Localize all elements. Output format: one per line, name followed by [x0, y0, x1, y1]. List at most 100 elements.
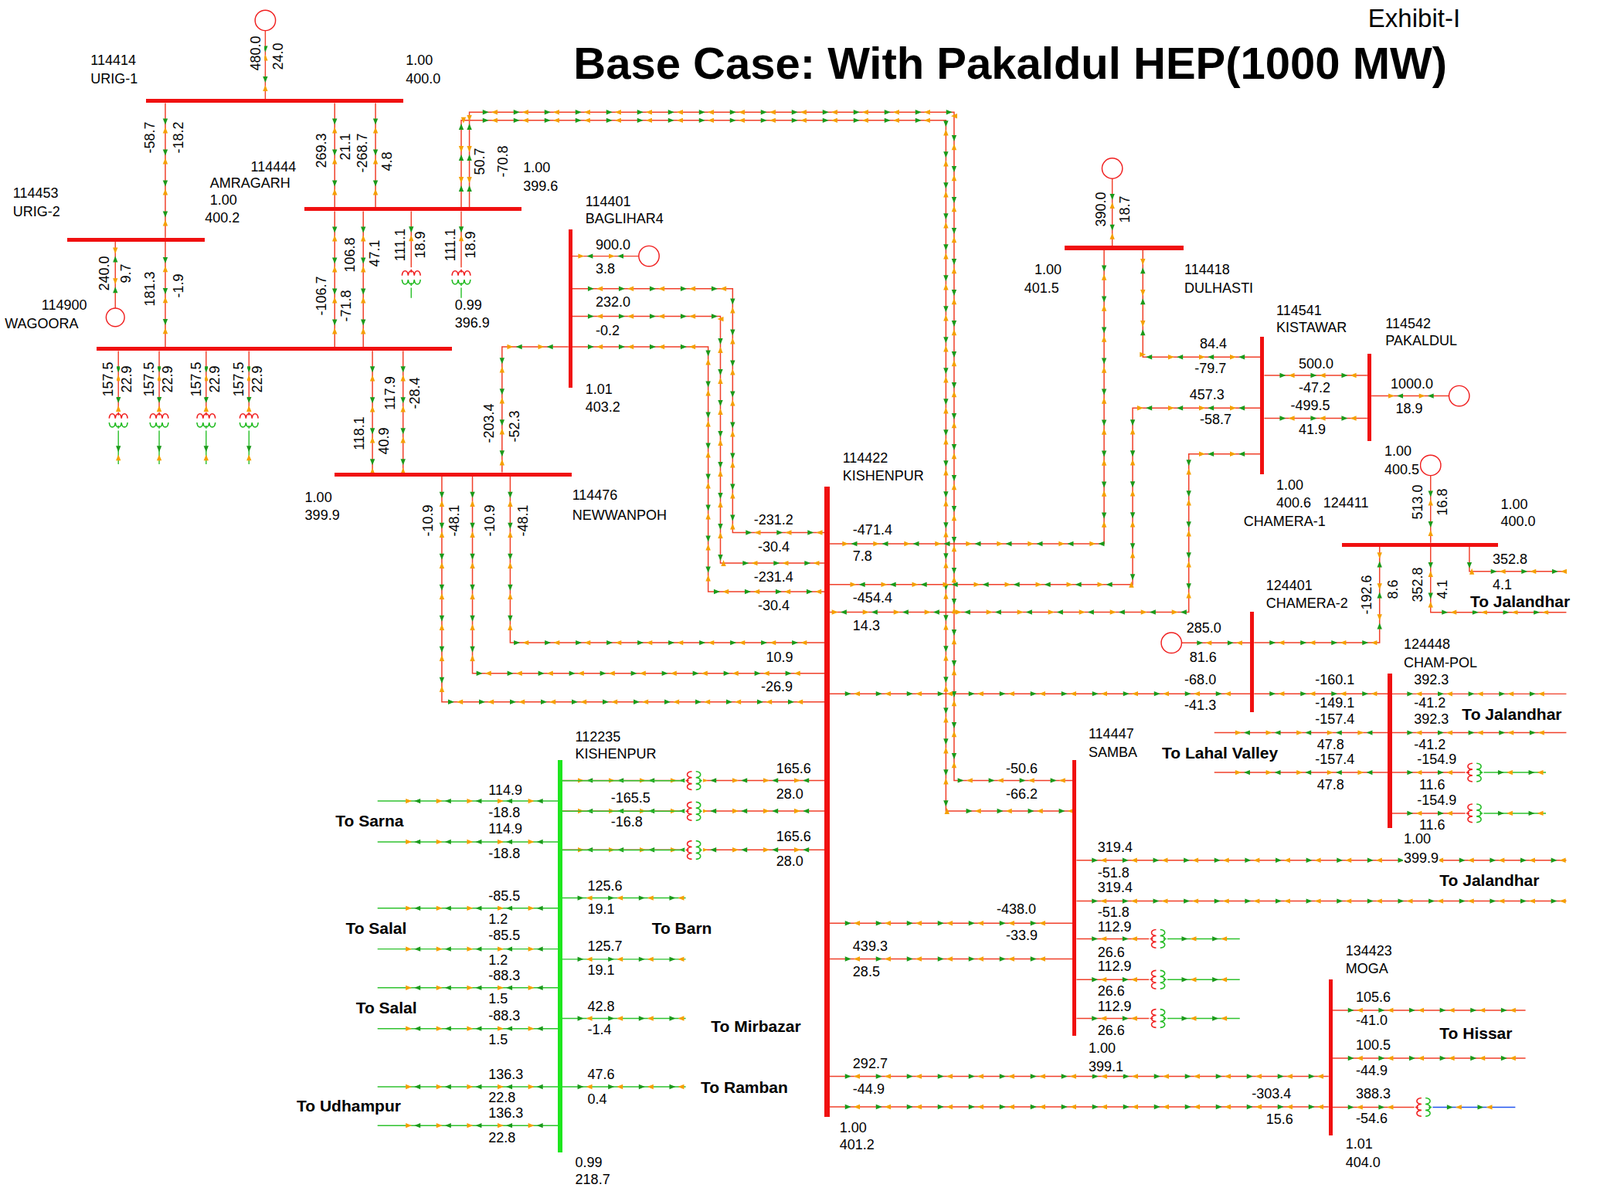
flow-arrow — [1092, 691, 1099, 697]
flow-arrow — [754, 529, 761, 535]
flow-arrow — [845, 691, 852, 697]
flow-arrow — [771, 808, 778, 814]
flow-arrow — [478, 699, 486, 705]
flow-arrow — [332, 226, 337, 233]
flow-arrow — [754, 671, 761, 677]
flow-arrow — [669, 1084, 676, 1090]
flow-arrow — [676, 640, 683, 646]
flow-arrow — [862, 118, 869, 123]
flow-arrow — [689, 313, 696, 319]
flow-arrow — [544, 118, 551, 123]
flow-arrow — [1058, 541, 1065, 547]
flow-arrow — [1528, 811, 1536, 816]
flow-arrow — [370, 406, 375, 413]
flow-arrow — [616, 1084, 623, 1090]
flow-arrow — [476, 671, 483, 677]
flow-arrow — [1122, 977, 1129, 982]
flow-arrow — [845, 1104, 852, 1110]
flow-arrow — [475, 906, 482, 911]
flow-arrow — [893, 609, 901, 615]
flow-arrow — [769, 118, 776, 123]
flow-arrow — [1004, 582, 1011, 588]
destination-label: To Jalandhar — [1460, 705, 1563, 724]
flow-value: 18.7 — [1117, 194, 1134, 224]
flow-arrow — [845, 956, 852, 962]
flow-arrow — [1277, 1073, 1285, 1079]
flow-value: 352.8 — [1410, 566, 1427, 603]
flow-arrow — [943, 398, 948, 405]
flow-arrow — [1446, 811, 1453, 816]
flow-arrow — [951, 699, 957, 707]
flow-arrow — [602, 699, 609, 705]
flow-arrow — [373, 127, 378, 134]
flow-arrow — [907, 691, 914, 697]
flow-arrow — [608, 1015, 615, 1021]
flow-arrow — [951, 390, 957, 398]
flow-arrow — [516, 671, 523, 677]
flow-arrow — [439, 500, 445, 507]
flow-arrow — [647, 1084, 654, 1090]
flow-arrow — [608, 671, 615, 677]
flow-arrow — [943, 438, 948, 445]
flow-arrow — [507, 492, 513, 499]
flow-arrow — [1509, 1056, 1516, 1061]
flow-arrow — [536, 906, 544, 911]
flow-arrow — [1341, 415, 1348, 421]
flow-arrow — [1506, 811, 1513, 816]
flow-arrow — [678, 1015, 685, 1021]
flow-arrow — [951, 506, 957, 513]
flow-arrow — [499, 357, 505, 364]
flow-arrow — [1350, 415, 1357, 421]
flow-value: 240.0 — [97, 254, 113, 292]
flow-arrow — [1396, 393, 1403, 398]
flow-value: 21.1 — [338, 132, 354, 162]
flow-arrow — [360, 235, 366, 242]
flow-arrow — [528, 1026, 535, 1032]
flow-arrow — [776, 529, 783, 535]
flow-arrow — [1039, 920, 1046, 926]
flow-arrow — [466, 123, 472, 130]
outgoing-line — [1482, 812, 1546, 814]
flow-arrow — [717, 369, 723, 376]
flow-value: 47.8 — [1316, 738, 1346, 755]
flow-arrow — [1008, 1073, 1015, 1079]
flow-value: -79.7 — [1193, 361, 1227, 378]
flow-arrow — [1025, 609, 1033, 615]
flow-arrow — [742, 560, 749, 566]
flow-arrow — [1300, 691, 1307, 697]
flow-arrow — [968, 1073, 975, 1079]
flow-arrow — [1529, 569, 1536, 575]
flow-arrow — [1183, 898, 1190, 904]
flow-arrow — [763, 808, 770, 814]
transmission-line — [441, 476, 825, 703]
flow-arrow — [699, 109, 706, 115]
flow-arrow — [1229, 451, 1237, 457]
flow-arrow — [800, 640, 807, 646]
flow-arrow — [1428, 570, 1434, 578]
flow-arrow — [1467, 898, 1475, 904]
flow-arrow — [1362, 691, 1369, 697]
flow-arrow — [1224, 691, 1231, 697]
flow-arrow — [112, 278, 118, 285]
flow-arrow — [933, 609, 940, 615]
flow-arrow — [717, 470, 723, 477]
bus-bar: 114900WAGOORA0.99396.9 — [96, 346, 452, 351]
flow-arrow — [951, 444, 957, 451]
flow-arrow — [717, 408, 723, 415]
flow-arrow — [469, 553, 475, 561]
flow-arrow — [1367, 898, 1374, 904]
flow-arrow — [1306, 898, 1313, 904]
bus-label: CHAMERA-2 — [1265, 596, 1349, 612]
flow-arrow — [1181, 1015, 1188, 1021]
flow-arrow — [1130, 574, 1135, 581]
flow-arrow — [506, 798, 513, 804]
transmission-line — [572, 346, 825, 592]
flow-arrow — [1130, 543, 1135, 550]
bus-label: URIG-1 — [89, 71, 139, 88]
transmission-line — [829, 407, 1261, 585]
flow-arrow — [996, 541, 1003, 547]
flow-arrow — [638, 895, 646, 901]
flow-arrow — [680, 286, 687, 292]
flow-arrow — [1224, 1073, 1231, 1079]
flow-arrow — [738, 118, 745, 123]
